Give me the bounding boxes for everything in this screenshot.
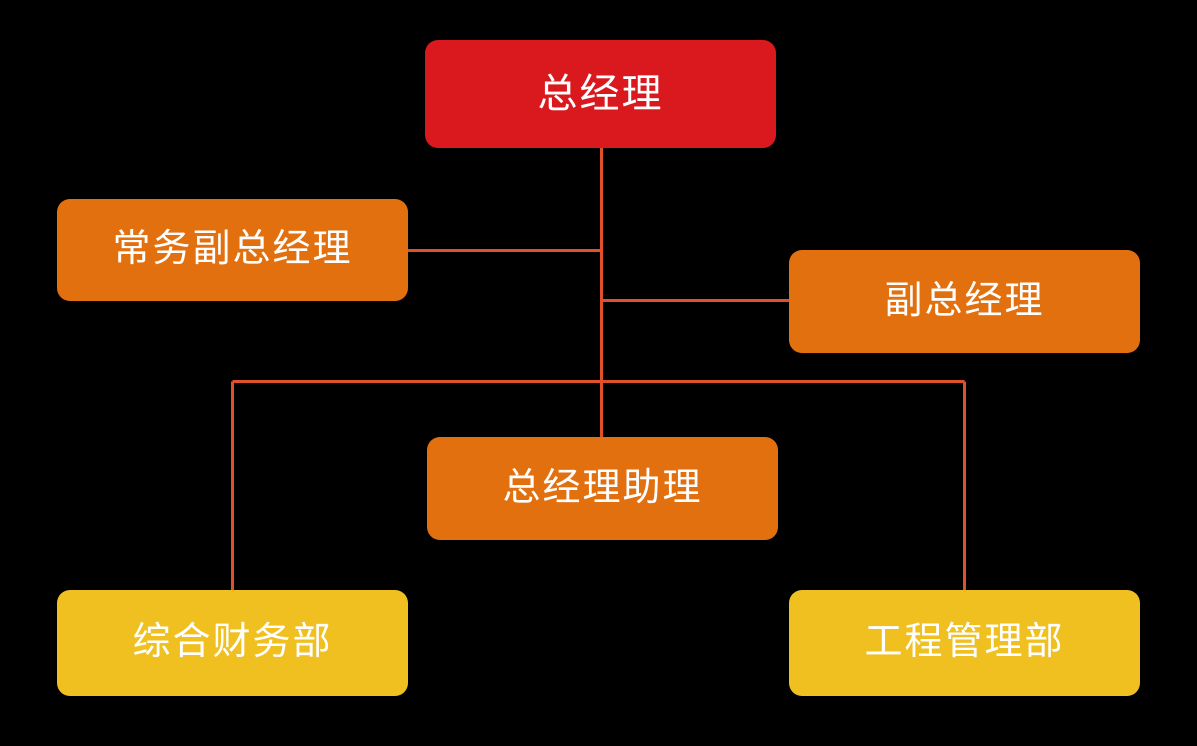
node-label-deputy-general-manager: 副总经理 xyxy=(884,279,1045,322)
node-general-manager[interactable]: 总经理 xyxy=(425,40,776,148)
node-label-general-manager-assistant: 总经理助理 xyxy=(502,466,703,509)
node-comprehensive-finance-department[interactable]: 综合财务部 xyxy=(57,590,408,696)
node-label-general-manager: 总经理 xyxy=(537,72,664,116)
node-general-manager-assistant[interactable]: 总经理助理 xyxy=(427,437,778,540)
node-label-executive-deputy-general-manager: 常务副总经理 xyxy=(112,228,353,271)
node-label-engineering-management-department: 工程管理部 xyxy=(864,621,1065,664)
node-executive-deputy-general-manager[interactable]: 常务副总经理 xyxy=(57,199,408,301)
node-engineering-management-department[interactable]: 工程管理部 xyxy=(789,590,1140,696)
node-label-comprehensive-finance-department: 综合财务部 xyxy=(132,621,333,664)
node-deputy-general-manager[interactable]: 副总经理 xyxy=(789,250,1140,353)
